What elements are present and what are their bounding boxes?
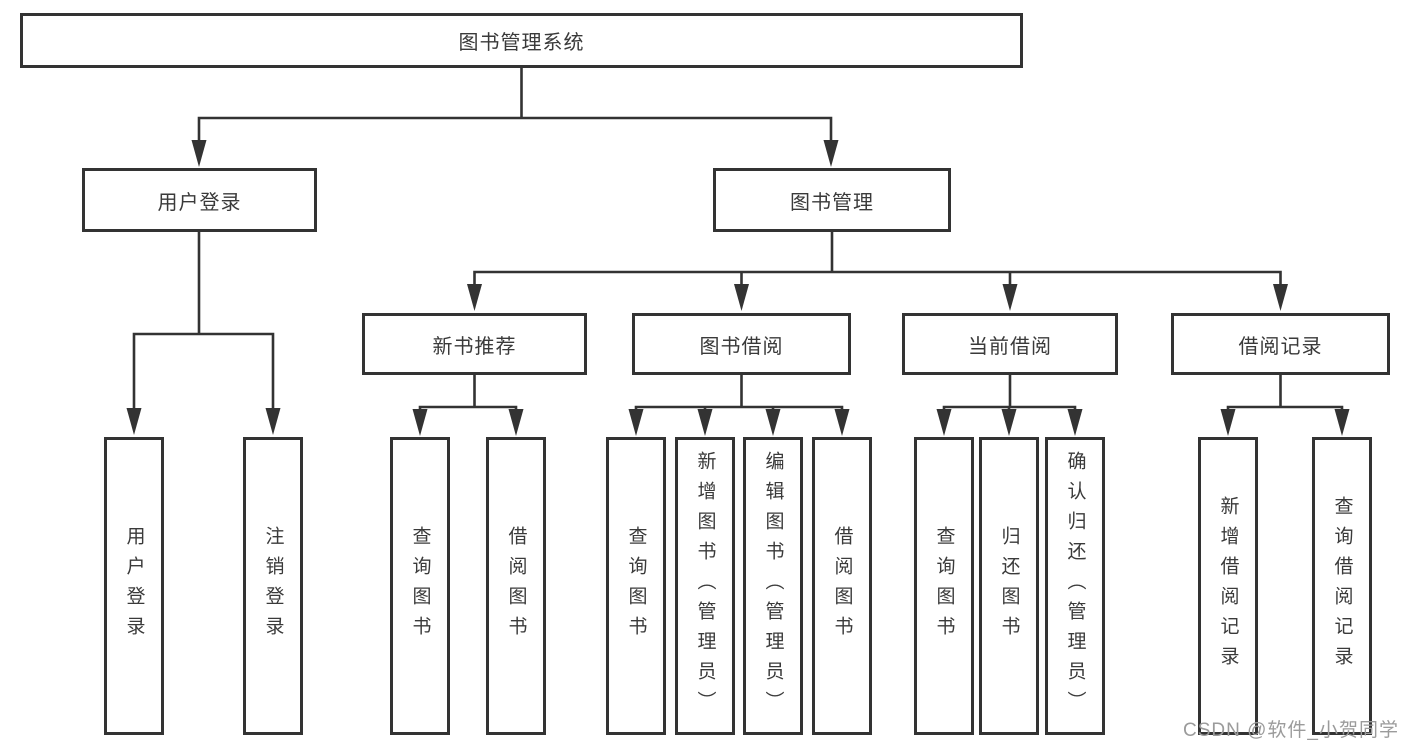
leaf-return-book: 归还图书 xyxy=(979,437,1039,735)
edge-current-children xyxy=(936,373,1083,436)
arrowhead xyxy=(126,408,142,435)
arrowhead xyxy=(834,409,850,436)
node-book-borrowing: 图书借阅 xyxy=(632,313,851,375)
leaf-query-books-borrowing: 查询图书 xyxy=(606,437,666,735)
leaf-query-books-recommend: 查询图书 xyxy=(390,437,450,735)
edge-user-login-children xyxy=(126,230,281,435)
csdn-watermark: CSDN @软件_小贺同学 xyxy=(1183,720,1399,741)
leaf-confirm-return-admin: 确认归还（管理员） xyxy=(1045,437,1105,735)
edge-book-mgmt-children xyxy=(467,230,1288,311)
leaf-query-borrow-record: 查询借阅记录 xyxy=(1312,437,1372,735)
leaf-edit-book-admin: 编辑图书（管理员） xyxy=(743,437,803,735)
edge-root-to-level2 xyxy=(191,64,839,167)
arrowhead xyxy=(1334,409,1350,436)
node-current-borrowing: 当前借阅 xyxy=(902,313,1118,375)
node-book-management: 图书管理 xyxy=(713,168,951,232)
leaf-user-login: 用户登录 xyxy=(104,437,164,735)
edge-records-children xyxy=(1220,373,1350,436)
node-user-login: 用户登录 xyxy=(82,168,317,232)
arrowhead xyxy=(823,140,839,167)
edge-borrowing-children xyxy=(628,373,850,436)
leaf-borrow-books-borrowing: 借阅图书 xyxy=(812,437,872,735)
leaf-add-borrow-record: 新增借阅记录 xyxy=(1198,437,1258,735)
arrowhead xyxy=(1220,409,1236,436)
node-borrowing-records: 借阅记录 xyxy=(1171,313,1390,375)
arrowhead xyxy=(765,409,781,436)
arrowhead xyxy=(1273,284,1288,311)
leaf-query-books-current: 查询图书 xyxy=(914,437,974,735)
arrowhead xyxy=(412,409,428,436)
leaf-logout: 注销登录 xyxy=(243,437,303,735)
arrowhead xyxy=(467,284,482,311)
edge-new-books-children xyxy=(412,373,524,436)
arrowhead xyxy=(734,284,749,311)
arrowhead xyxy=(628,409,644,436)
node-library-system: 图书管理系统 xyxy=(20,13,1023,68)
arrowhead xyxy=(1001,409,1017,436)
leaf-add-book-admin: 新增图书（管理员） xyxy=(675,437,735,735)
leaf-borrow-books-recommend: 借阅图书 xyxy=(486,437,546,735)
arrowhead xyxy=(697,409,713,436)
node-new-book-recommend: 新书推荐 xyxy=(362,313,587,375)
arrowhead xyxy=(265,408,281,435)
arrowhead xyxy=(936,409,952,436)
arrowhead xyxy=(191,140,207,167)
arrowhead xyxy=(1067,409,1083,436)
arrowhead xyxy=(508,409,524,436)
arrowhead xyxy=(1002,284,1018,311)
